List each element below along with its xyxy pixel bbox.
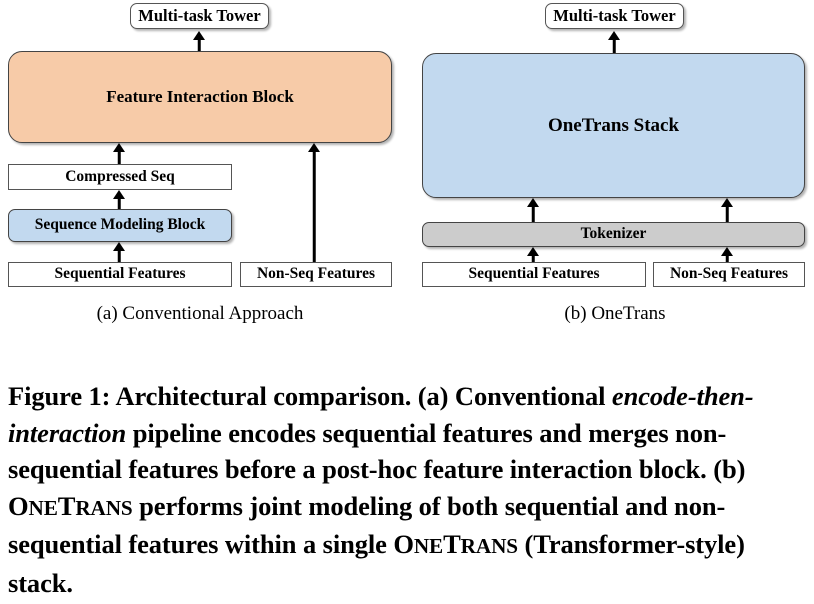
node-label: Sequential Features xyxy=(54,265,186,283)
architecture-diagram: Multi-task Tower Feature Interaction Blo… xyxy=(8,3,805,324)
node-nonseq-features-b[interactable]: Non-Seq Features xyxy=(653,262,805,287)
node-label: Compressed Seq xyxy=(65,167,175,185)
sc-ne-2: NE xyxy=(413,534,444,558)
caption-emph-then-interaction: then-interaction xyxy=(8,381,754,448)
subcaption-a: (a) Conventional Approach xyxy=(96,303,304,324)
subcaption-b: (b) OneTrans xyxy=(564,303,666,324)
node-sequence-modeling-block[interactable]: Sequence Modeling Block xyxy=(8,209,232,242)
caption-brand-onetrans-1: ONETRANS xyxy=(8,491,133,521)
node-label: Multi-task Tower xyxy=(138,6,261,26)
node-label: Sequential Features xyxy=(468,265,600,283)
node-tokenizer[interactable]: Tokenizer xyxy=(422,222,805,247)
node-onetrans-stack[interactable]: OneTrans Stack xyxy=(422,53,805,198)
node-multitask-tower-b[interactable]: Multi-task Tower xyxy=(545,3,684,29)
node-label: Multi-task Tower xyxy=(553,6,676,26)
sc-t: T xyxy=(57,490,76,521)
sc-rans: RANS xyxy=(75,495,133,520)
caption-segment-7: (Transformer-style) stack. xyxy=(8,529,745,598)
node-label: OneTrans Stack xyxy=(547,114,680,136)
node-label: Sequence Modeling Block xyxy=(34,216,206,234)
node-sequential-features-a[interactable]: Sequential Features xyxy=(8,262,232,287)
caption-segment-4: pipeline encodes sequential features and… xyxy=(8,417,746,485)
caption-brand-onetrans-2: ONETRANS xyxy=(393,529,518,559)
node-sequential-features-b[interactable]: Sequential Features xyxy=(422,262,646,287)
node-label: Non-Seq Features xyxy=(669,265,789,283)
node-compressed-seq[interactable]: Compressed Seq xyxy=(8,164,232,190)
sc-o-2: O xyxy=(393,529,414,559)
caption-emph-encode: encode- xyxy=(611,381,697,411)
node-multitask-tower-a[interactable]: Multi-task Tower xyxy=(130,3,269,29)
caption-segment-6: performs joint modeling of both sequenti… xyxy=(8,490,726,560)
node-label: Non-Seq Features xyxy=(256,265,376,283)
node-label: Feature Interaction Block xyxy=(106,87,294,107)
figure-caption: Figure 1: Architectural comparison. (a) … xyxy=(8,378,808,601)
sc-o: O xyxy=(8,490,29,521)
node-label: Tokenizer xyxy=(580,225,647,243)
sc-t-2: T xyxy=(443,529,461,559)
caption-segment-1: Figure 1: Architectural comparison. (a) … xyxy=(8,381,612,411)
node-nonseq-features-a[interactable]: Non-Seq Features xyxy=(240,262,392,287)
sc-ne: NE xyxy=(28,495,58,520)
node-feature-interaction-block[interactable]: Feature Interaction Block xyxy=(8,51,392,143)
sc-rans-2: RANS xyxy=(460,534,518,558)
